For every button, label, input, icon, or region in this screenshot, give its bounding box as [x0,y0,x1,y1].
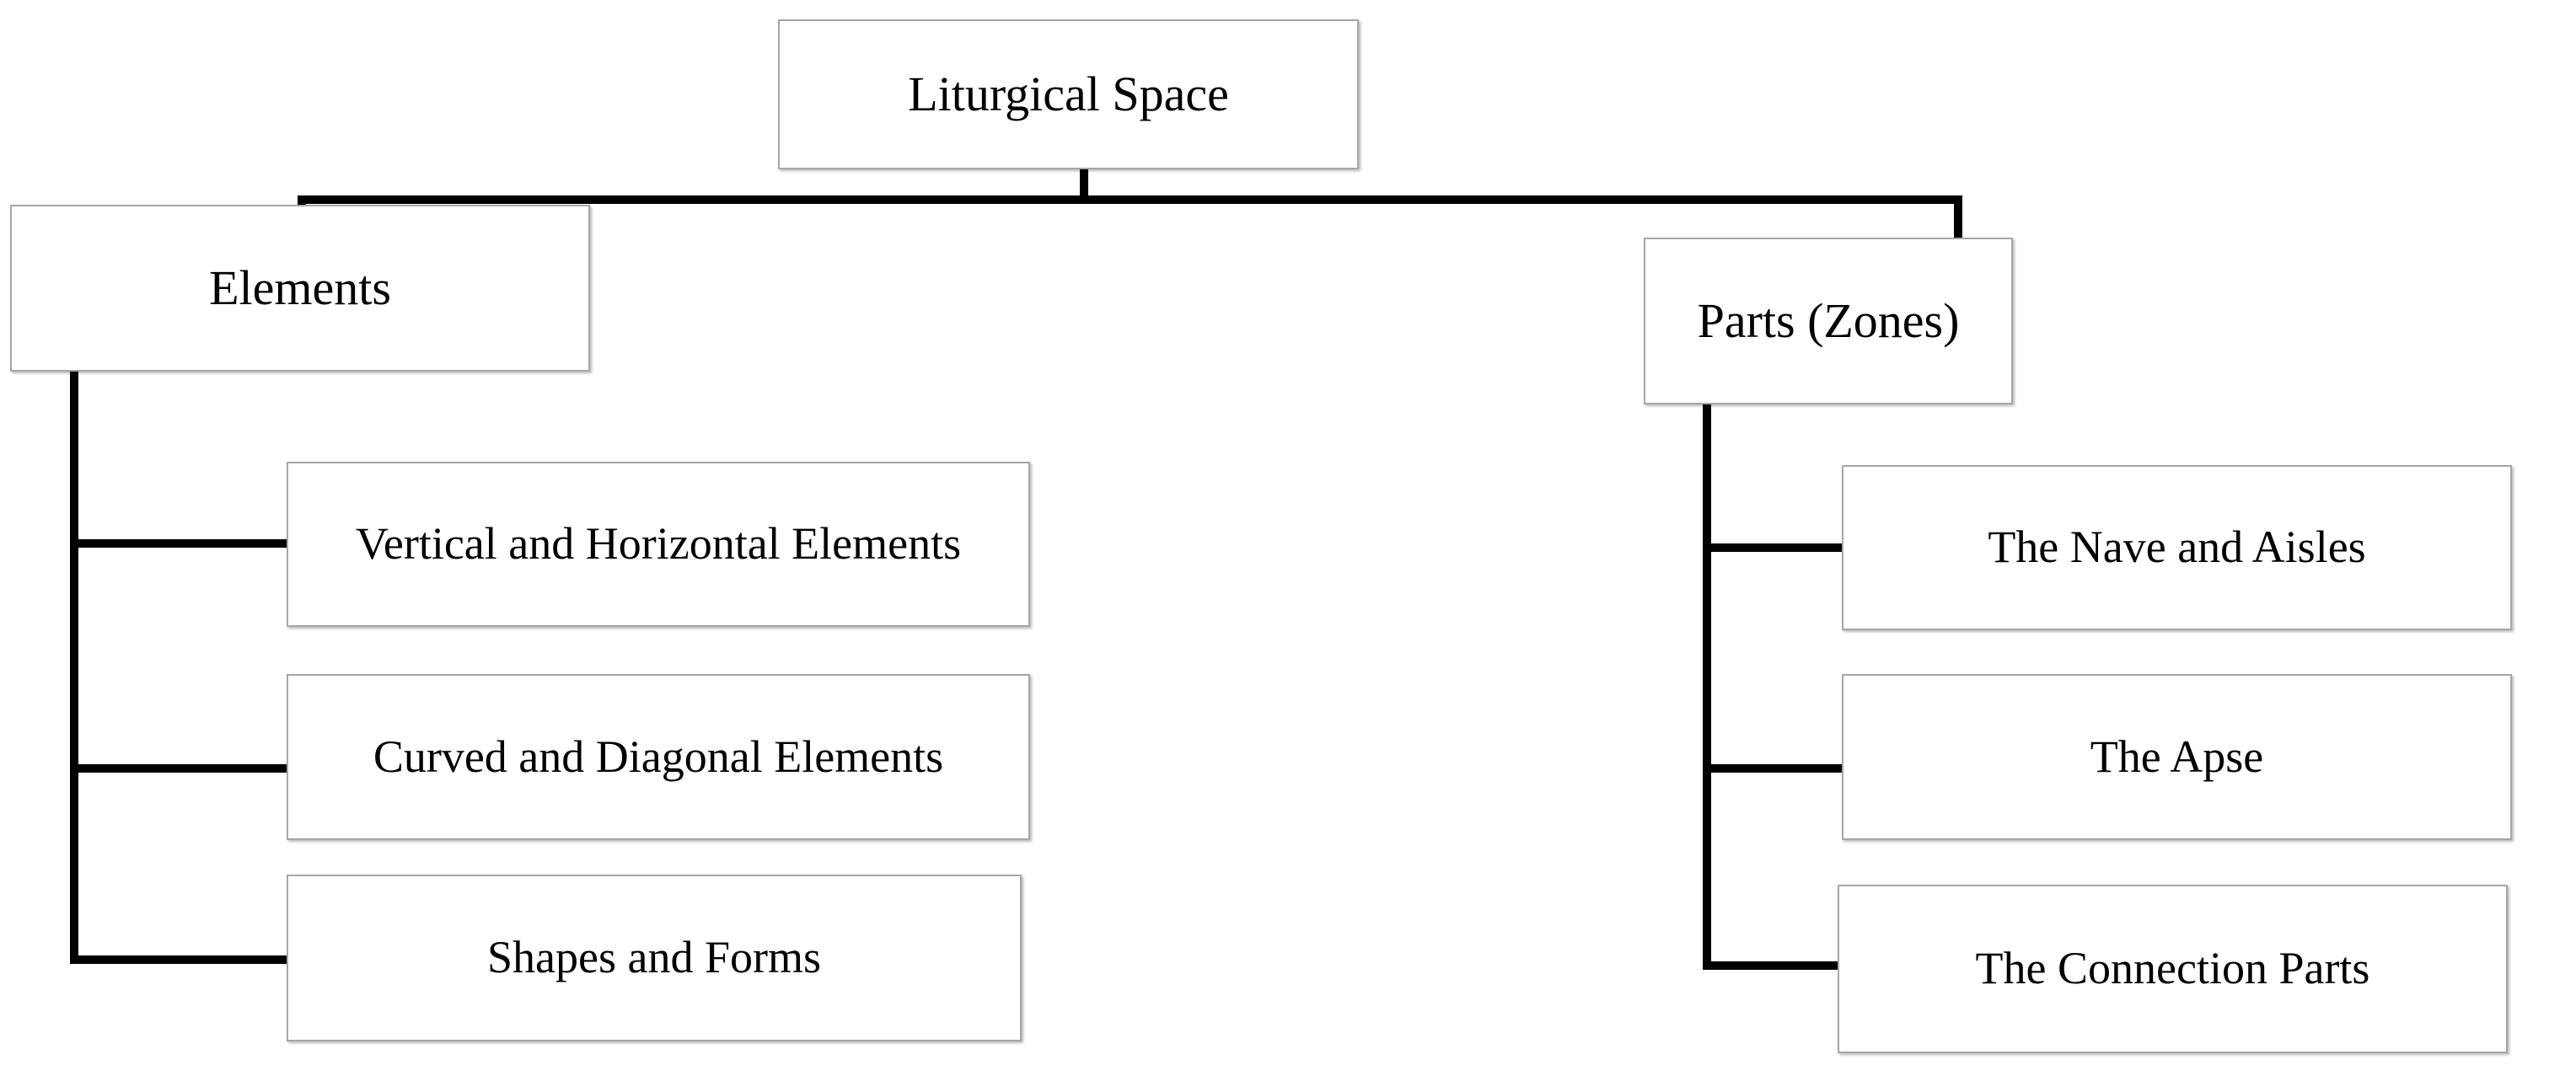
connector-right-branch-1 [1703,543,1846,552]
node-label: The Nave and Aisles [1988,522,2366,573]
node-label: Elements [209,260,391,315]
connector-left-trunk [70,369,78,964]
node-label: Curved and Diagonal Elements [373,731,944,782]
node-label: Vertical and Horizontal Elements [355,518,962,570]
connector-top-left-drop [298,195,306,211]
connector-left-branch-2 [70,764,291,773]
node-the-connection-parts[interactable]: The Connection Parts [1838,885,2508,1053]
connector-right-trunk [1703,403,1711,970]
connector-root-stem [1080,167,1088,204]
connector-right-branch-2 [1703,764,1846,773]
node-vertical-and-horizontal-elements[interactable]: Vertical and Horizontal Elements [287,462,1030,627]
node-the-nave-and-aisles[interactable]: The Nave and Aisles [1842,465,2512,630]
connector-top-horizontal-bar [298,195,1962,204]
node-label: Liturgical Space [908,66,1229,121]
node-parts-zones[interactable]: Parts (Zones) [1644,238,2013,404]
node-curved-and-diagonal-elements[interactable]: Curved and Diagonal Elements [287,674,1030,840]
node-label: Shapes and Forms [487,932,821,983]
node-the-apse[interactable]: The Apse [1842,674,2512,840]
node-label: The Apse [2090,731,2264,782]
node-shapes-and-forms[interactable]: Shapes and Forms [287,875,1022,1041]
node-label: Parts (Zones) [1697,292,1960,348]
node-liturgical-space[interactable]: Liturgical Space [778,19,1359,169]
connector-left-branch-1 [70,539,291,548]
connector-top-right-drop [1954,195,1962,241]
connector-right-branch-3 [1703,961,1842,970]
node-label: The Connection Parts [1975,943,2370,994]
connector-left-branch-3 [70,955,291,964]
node-elements[interactable]: Elements [10,205,590,372]
